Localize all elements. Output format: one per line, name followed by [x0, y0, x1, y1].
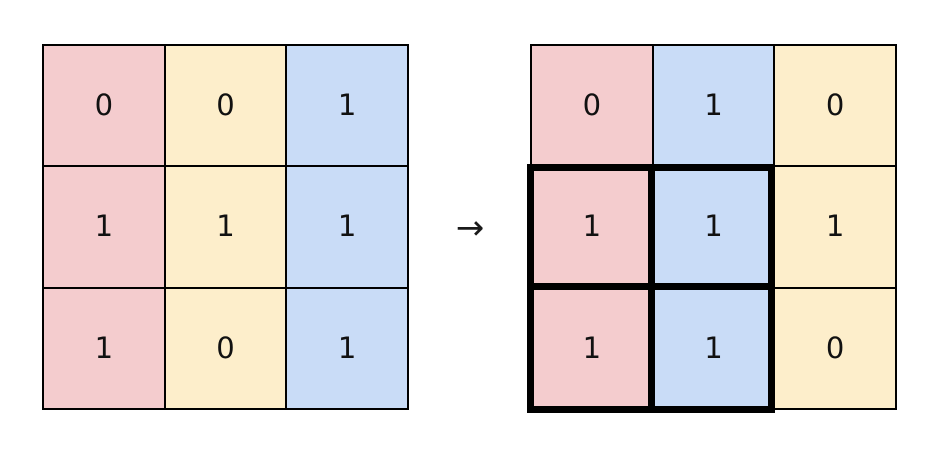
input-cell-r1c2: 0 [165, 46, 286, 166]
output-cell-r3c3: 0 [775, 288, 895, 408]
input-cell-r2c2: 1 [165, 167, 286, 287]
input-cell-r1c3: 1 [287, 46, 407, 166]
output-cell-r1c3: 0 [775, 46, 895, 166]
input-cell-r3c2: 0 [165, 288, 286, 408]
input-cell-r2c1: 1 [44, 167, 164, 287]
highlight-box-horizontal-divider [527, 283, 775, 290]
output-cell-r3c2: 1 [653, 288, 774, 408]
input-cell-r3c1: 1 [44, 288, 164, 408]
output-cell-r2c1: 1 [532, 167, 652, 287]
output-cell-r1c2: 1 [653, 46, 774, 166]
output-cell-r3c1: 1 [532, 288, 652, 408]
input-grid: 0 0 1 1 1 1 1 0 1 [42, 44, 409, 410]
output-cell-r2c3: 1 [775, 167, 895, 287]
output-cell-r2c2: 1 [653, 167, 774, 287]
output-grid: 0 1 0 1 1 1 1 1 0 [530, 44, 897, 410]
right-arrow-icon: → [455, 208, 485, 248]
input-cell-r2c3: 1 [287, 167, 407, 287]
output-cell-r1c1: 0 [532, 46, 652, 166]
input-cell-r1c1: 0 [44, 46, 164, 166]
input-cell-r3c3: 1 [287, 288, 407, 408]
